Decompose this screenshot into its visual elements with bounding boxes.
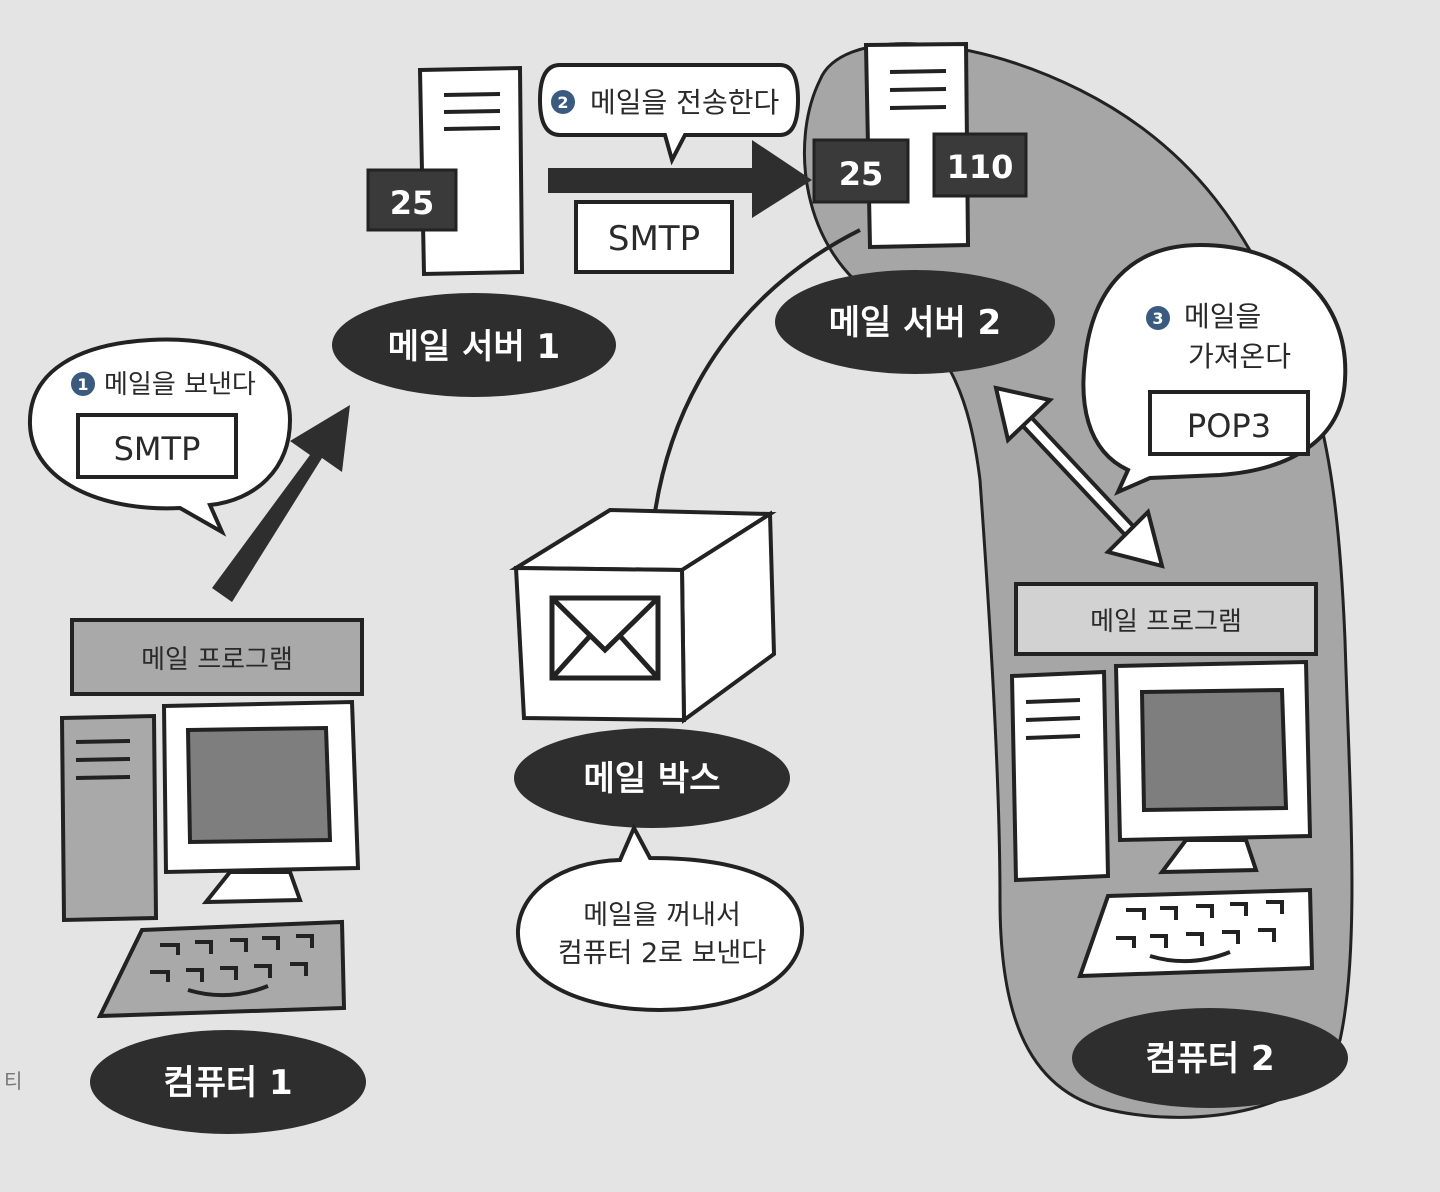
margin-mark: 티 — [4, 1069, 22, 1093]
mailbox-cube — [509, 507, 777, 724]
step1-number: 1 — [77, 375, 88, 394]
computer2-label: 컴퓨터 2 — [1145, 1039, 1274, 1079]
mailbox-note-line1: 메일을 꺼내서 — [583, 900, 741, 931]
computer2-program-label: 메일 프로그램 — [1090, 607, 1242, 637]
computer1-program-bar: 메일 프로그램 — [70, 618, 364, 696]
mailbox-label-oval: 메일 박스 — [514, 728, 790, 828]
transfer-arrow — [548, 140, 812, 218]
server1-port-badge: 25 — [366, 168, 458, 232]
mailbox-label: 메일 박스 — [584, 759, 721, 799]
computer1-label-oval: 컴퓨터 1 — [90, 1030, 366, 1134]
computer1-label: 컴퓨터 1 — [163, 1063, 292, 1103]
step1-text: 메일을 보낸다 — [104, 370, 256, 400]
server2-port-pop: 110 — [947, 148, 1014, 186]
envelope-icon — [549, 595, 661, 681]
computer1-monitor — [161, 699, 361, 905]
retrieve-double-arrow — [993, 385, 1165, 569]
step2-number: 2 — [557, 93, 568, 112]
step1-bubble: 1 메일을 보낸다 SMTP — [27, 337, 293, 537]
step2-text: 메일을 전송한다 — [590, 86, 779, 119]
mailbox-connector-line — [648, 228, 861, 561]
step3-number: 3 — [1152, 309, 1163, 328]
server2-label-oval: 메일 서버 2 — [775, 270, 1055, 374]
step2-bubble: 2 메일을 전송한다 — [537, 63, 801, 166]
server1-port: 25 — [390, 184, 435, 222]
computer2-program-bar: 메일 프로그램 — [1014, 582, 1318, 656]
server2-pop-port-badge: 110 — [932, 132, 1028, 198]
computer1-keyboard — [96, 919, 347, 1019]
computer2-tower — [1009, 669, 1111, 883]
step3-bubble: 3 메일을 가져온다 POP3 — [1081, 242, 1348, 496]
mailbox-note-line2: 컴퓨터 2로 보낸다 — [558, 938, 766, 969]
step3-protocol: POP3 — [1187, 407, 1271, 445]
step3-text-line2: 가져온다 — [1188, 340, 1291, 373]
server1-label-oval: 메일 서버 1 — [332, 293, 616, 397]
computer2-monitor — [1113, 659, 1313, 875]
computer1-tower — [59, 713, 159, 923]
step2-protocol-box: SMTP — [574, 200, 734, 274]
step2-protocol: SMTP — [608, 219, 700, 259]
server2-port-smtp: 25 — [839, 155, 884, 193]
mailbox-note-bubble: 메일을 꺼내서 컴퓨터 2로 보낸다 — [515, 823, 805, 1013]
computer1-program-label: 메일 프로그램 — [141, 645, 293, 675]
send-arrow — [212, 405, 350, 602]
computer2-label-oval: 컴퓨터 2 — [1072, 1008, 1348, 1108]
step3-text-line1: 메일을 — [1184, 300, 1261, 333]
computer2-keyboard — [1077, 887, 1315, 979]
step1-protocol: SMTP — [114, 430, 201, 468]
server2-label: 메일 서버 2 — [829, 303, 1001, 343]
server2-smtp-port-badge: 25 — [812, 138, 910, 204]
server1-label: 메일 서버 1 — [388, 327, 560, 367]
